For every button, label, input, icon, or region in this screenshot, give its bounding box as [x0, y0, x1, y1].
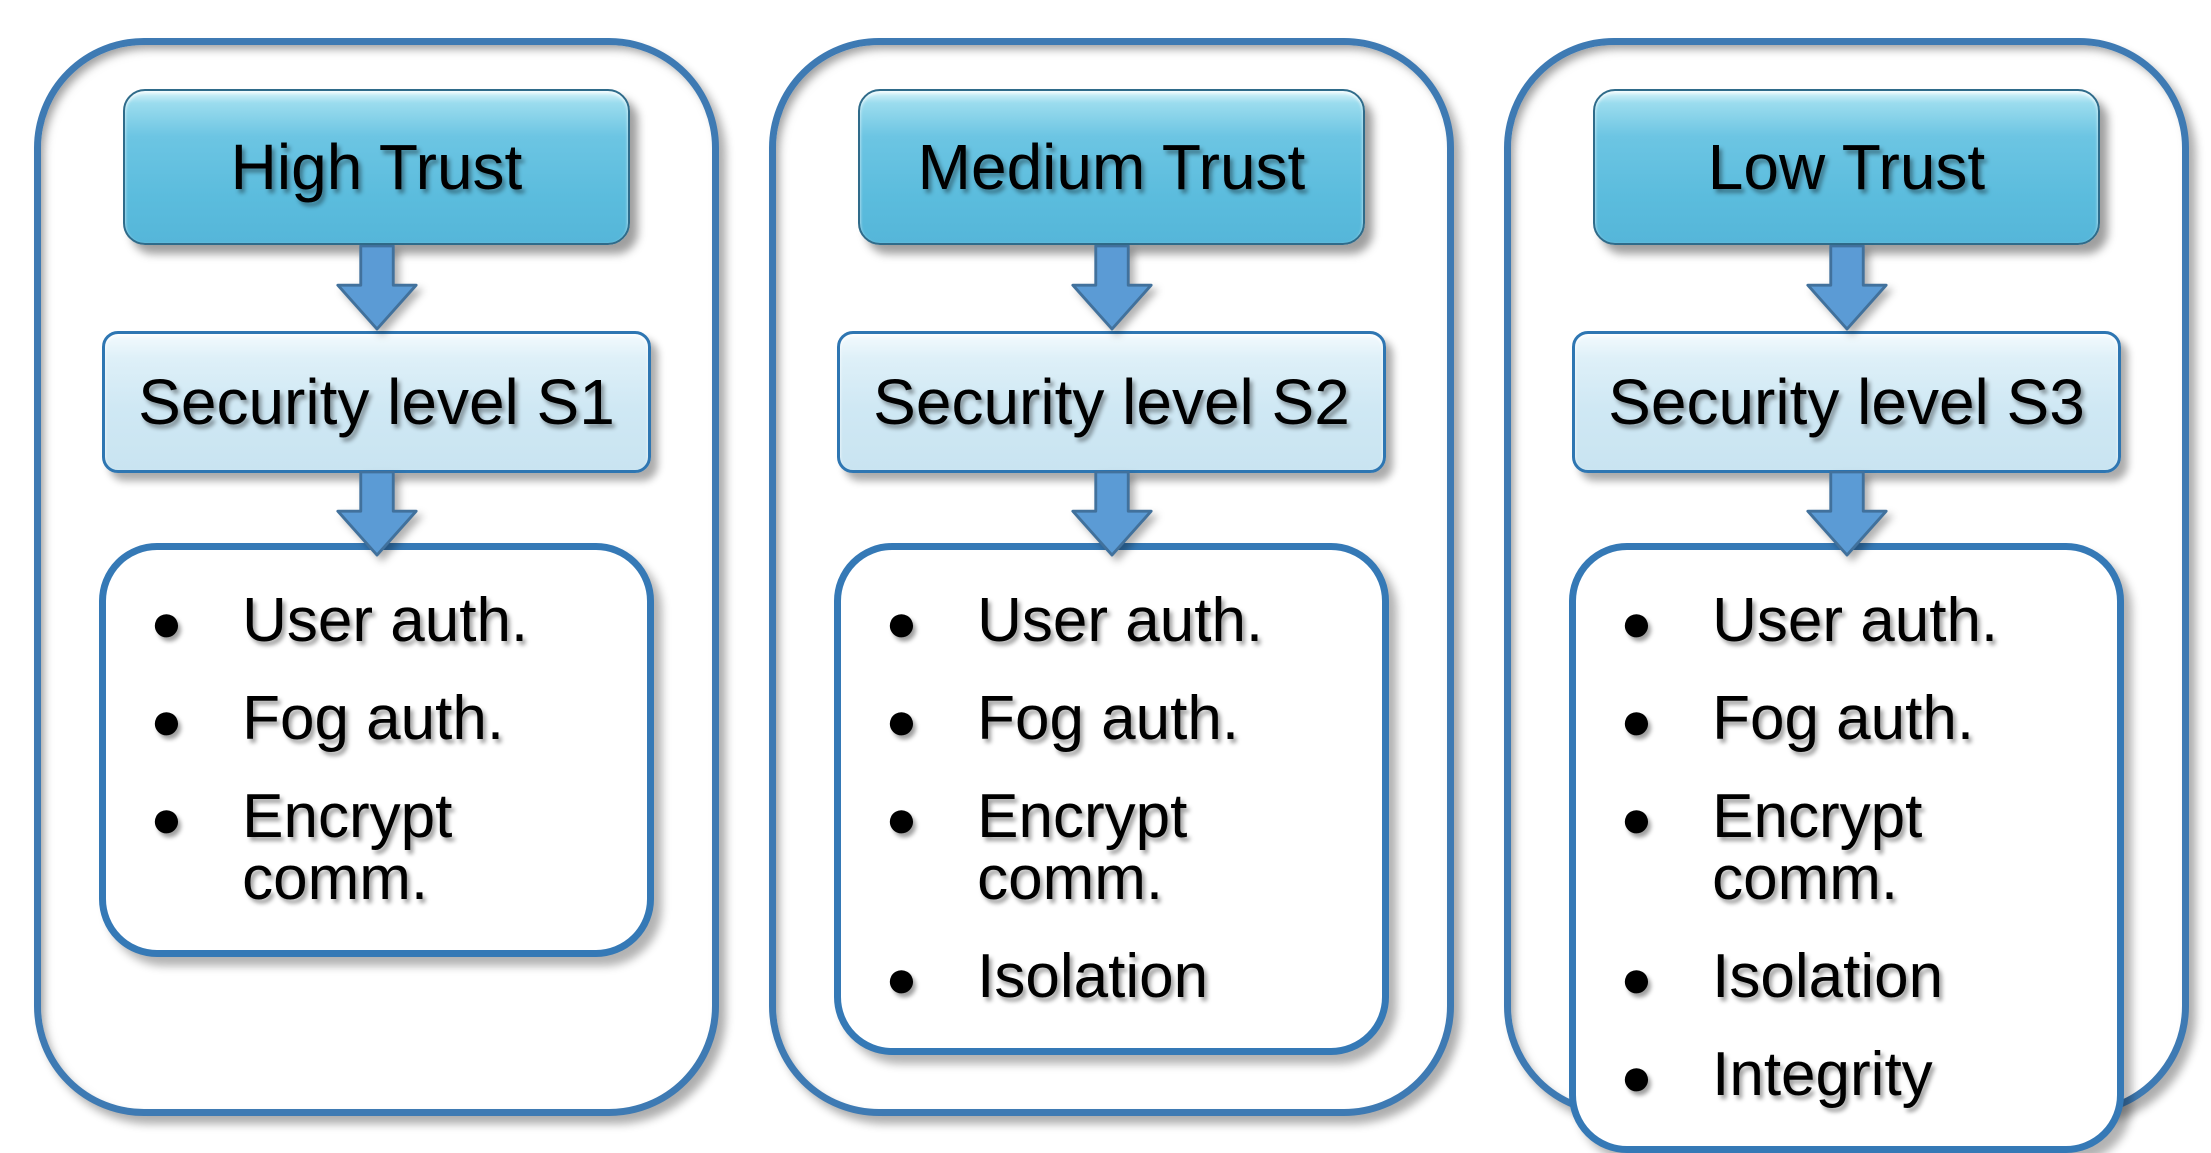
security-measures-list: ●User auth. ●Fog auth. ●Encrypt comm. ●I…: [885, 590, 1358, 1008]
security-level-label: Security level S2: [873, 366, 1350, 438]
security-measures-box: ●User auth. ●Fog auth. ●Encrypt comm. ●I…: [1569, 543, 2124, 1153]
trust-level-label: High Trust: [230, 131, 523, 203]
list-item-label: User auth.: [1712, 586, 1999, 655]
bullet-icon: ●: [150, 593, 183, 653]
security-level-box: Security level S2: [837, 331, 1386, 473]
down-arrow-icon: [1064, 470, 1160, 557]
list-item: ●User auth.: [150, 590, 623, 652]
bullet-icon: ●: [1620, 1047, 1653, 1107]
column-low-trust: Low Trust Security level S3 ●User auth. …: [1504, 38, 2189, 1153]
list-item-label: Encrypt comm.: [1712, 782, 1923, 913]
list-item-label: Fog auth.: [1712, 684, 1975, 753]
bullet-icon: ●: [1620, 593, 1653, 653]
trust-level-label: Low Trust: [1707, 131, 1986, 203]
list-item-label: Encrypt comm.: [242, 782, 453, 913]
security-level-box: Security level S1: [102, 331, 651, 473]
bullet-icon: ●: [150, 789, 183, 849]
down-arrow-icon: [1799, 244, 1895, 331]
list-item-label: Integrity: [1712, 1040, 1933, 1109]
list-item: ●Encrypt comm.: [150, 786, 623, 910]
bullet-icon: ●: [1620, 949, 1653, 1009]
bullet-icon: ●: [885, 593, 918, 653]
security-measures-list: ●User auth. ●Fog auth. ●Encrypt comm. ●I…: [1620, 590, 2093, 1106]
bullet-icon: ●: [885, 949, 918, 1009]
list-item: ●User auth.: [885, 590, 1358, 652]
security-measures-list: ●User auth. ●Fog auth. ●Encrypt comm.: [150, 590, 623, 910]
bullet-icon: ●: [885, 691, 918, 751]
list-item: ●Integrity: [1620, 1044, 2093, 1106]
list-item-label: Isolation: [977, 942, 1209, 1011]
list-item: ●Fog auth.: [150, 688, 623, 750]
trust-level-box: Medium Trust: [858, 89, 1365, 245]
down-arrow-icon: [329, 470, 425, 557]
list-item-label: Encrypt comm.: [977, 782, 1188, 913]
bullet-icon: ●: [885, 789, 918, 849]
column-medium-trust: Medium Trust Security level S2 ●User aut…: [769, 38, 1454, 1116]
down-arrow-icon: [1064, 244, 1160, 331]
list-item: ●Encrypt comm.: [1620, 786, 2093, 910]
list-item: ●Fog auth.: [885, 688, 1358, 750]
list-item-label: Isolation: [1712, 942, 1944, 1011]
trust-level-label: Medium Trust: [917, 131, 1306, 203]
down-arrow-icon: [329, 244, 425, 331]
bullet-icon: ●: [150, 691, 183, 751]
security-level-box: Security level S3: [1572, 331, 2121, 473]
list-item: ●User auth.: [1620, 590, 2093, 652]
bullet-icon: ●: [1620, 691, 1653, 751]
security-level-label: Security level S3: [1608, 366, 2085, 438]
trust-level-box: Low Trust: [1593, 89, 2100, 245]
list-item: ●Isolation: [1620, 946, 2093, 1008]
down-arrow-icon: [1799, 470, 1895, 557]
list-item: ●Encrypt comm.: [885, 786, 1358, 910]
security-measures-box: ●User auth. ●Fog auth. ●Encrypt comm. ●I…: [834, 543, 1389, 1055]
list-item-label: User auth.: [242, 586, 529, 655]
column-high-trust: High Trust Security level S1 ●User auth.…: [34, 38, 719, 1116]
list-item-label: Fog auth.: [242, 684, 505, 753]
bullet-icon: ●: [1620, 789, 1653, 849]
list-item: ●Isolation: [885, 946, 1358, 1008]
trust-level-box: High Trust: [123, 89, 630, 245]
security-level-label: Security level S1: [138, 366, 615, 438]
security-measures-box: ●User auth. ●Fog auth. ●Encrypt comm.: [99, 543, 654, 957]
list-item-label: User auth.: [977, 586, 1264, 655]
list-item-label: Fog auth.: [977, 684, 1240, 753]
list-item: ●Fog auth.: [1620, 688, 2093, 750]
